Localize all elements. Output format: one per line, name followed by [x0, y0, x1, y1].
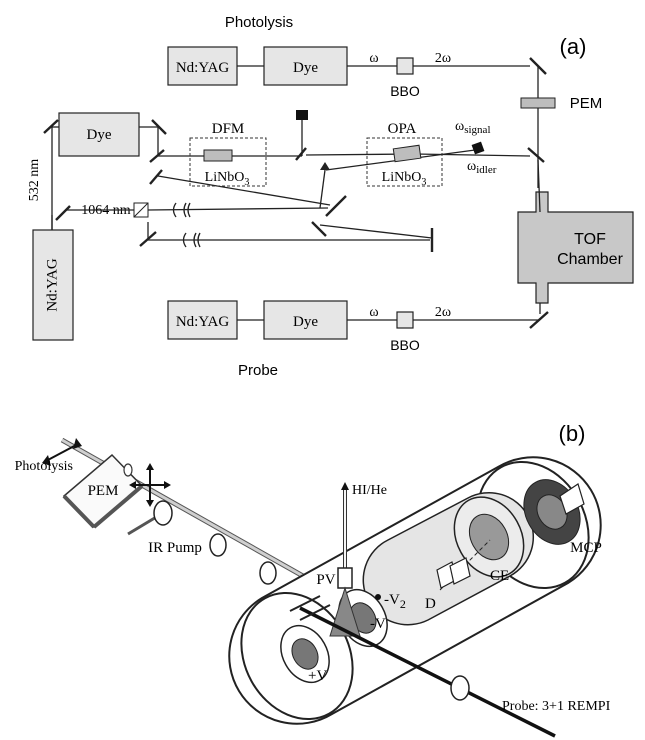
photolysis-dye-label: Dye	[293, 60, 318, 76]
opa-crystal	[393, 145, 421, 161]
dfm-label: DFM	[212, 121, 245, 137]
idler-label: ωidler	[467, 159, 497, 176]
photolysis-omega: ω	[369, 51, 378, 66]
panel-b-label: (b)	[559, 421, 586, 446]
pem-plate	[521, 98, 555, 108]
signal-detector	[472, 142, 485, 155]
pv-label: PV	[316, 572, 335, 588]
mirror	[528, 148, 544, 162]
gas-label: HI/He	[352, 483, 387, 498]
photolysis-bbo-crystal	[397, 58, 413, 74]
mirror	[312, 222, 326, 236]
probe-two-omega: 2ω	[435, 305, 451, 320]
probe-ndyag-label: Nd:YAG	[176, 314, 230, 330]
ir-ndyag-label: Nd:YAG	[44, 258, 60, 312]
ce-label: CE	[490, 568, 509, 584]
ir-mirror	[154, 501, 172, 525]
lens-b	[260, 562, 276, 584]
photolysis-bbo-label: BBO	[390, 83, 420, 99]
monitor-detector	[296, 110, 308, 120]
probe-omega: ω	[369, 305, 378, 320]
tof-label-line2: Chamber	[557, 251, 623, 268]
opa-label: OPA	[388, 121, 417, 137]
mirror	[326, 196, 346, 216]
lens-b	[210, 534, 226, 556]
ir-dye-label: Dye	[87, 127, 112, 143]
wavelength-532-label: 532 nm	[27, 159, 42, 202]
signal-label: ωsignal	[455, 119, 491, 136]
photolysis-two-omega: 2ω	[435, 51, 451, 66]
pem-b-label: PEM	[88, 483, 119, 499]
pem-label: PEM	[570, 95, 603, 112]
pulsed-valve	[338, 568, 352, 588]
tof-label-line1: TOF	[574, 231, 606, 248]
plus-v-label: +V	[308, 668, 327, 684]
ir-pump-label: IR Pump	[148, 540, 202, 556]
aperture	[124, 464, 132, 476]
probe-lens	[451, 676, 469, 700]
panel-a-label: (a)	[560, 34, 587, 59]
opa-crystal-label: LiNbO3	[382, 170, 427, 188]
d-label: D	[425, 596, 436, 612]
mcp-label: MCP	[570, 540, 602, 556]
panel-a: (a) Photolysis Probe Nd:YAG Dye ω 2ω BBO…	[27, 14, 633, 379]
minus-v-label: -V	[370, 616, 386, 632]
dfm-crystal	[204, 150, 232, 161]
photolysis-ndyag-label: Nd:YAG	[176, 60, 230, 76]
probe-bbo-label: BBO	[390, 337, 420, 353]
probe-bbo-crystal	[397, 312, 413, 328]
beam-arrow	[320, 162, 330, 170]
probe-title: Probe	[238, 362, 278, 379]
photolysis-b-label: Photolysis	[15, 459, 73, 474]
mirror	[56, 206, 70, 220]
probe-dye-label: Dye	[293, 314, 318, 330]
panel-b: (b) PEM Photolysis IR Pump	[15, 421, 611, 739]
mirror	[296, 148, 306, 160]
probe-b-label: Probe: 3+1 REMPI	[502, 699, 611, 714]
photolysis-title: Photolysis	[225, 14, 293, 31]
